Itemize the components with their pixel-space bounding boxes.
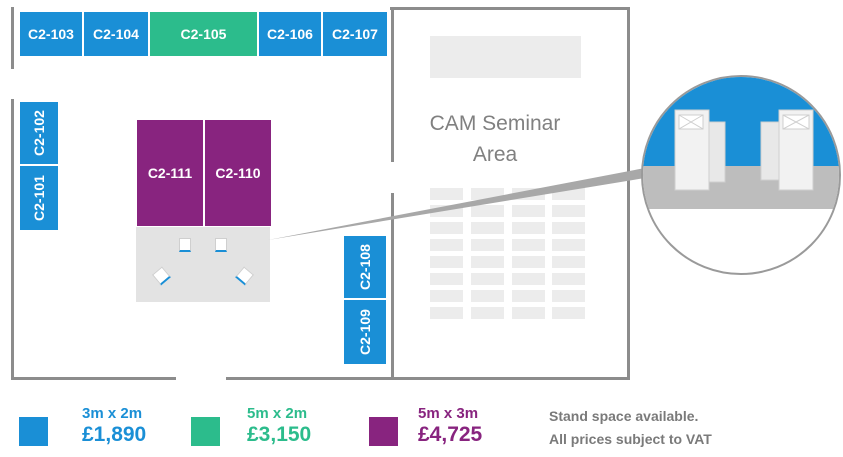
- wall-top: [390, 7, 627, 10]
- seminar-seat: [430, 307, 463, 319]
- seminar-seat: [552, 222, 585, 234]
- seminar-seat: [471, 273, 504, 285]
- wall-left-lower: [11, 99, 14, 380]
- seminar-seat: [552, 273, 585, 285]
- stand-c2-101[interactable]: C2-101: [19, 165, 59, 231]
- seminar-seat: [552, 256, 585, 268]
- stand-preview-circle: [641, 75, 841, 275]
- seminar-seat: [471, 290, 504, 302]
- wall-divider-upper: [391, 7, 394, 162]
- preview-displays: [674, 109, 814, 191]
- seminar-seat: [512, 273, 545, 285]
- legend-size-3x2: 3m x 2m: [82, 405, 143, 422]
- seminar-seat: [430, 188, 463, 200]
- display-panel: [215, 238, 227, 252]
- legend-swatch-5x3: [369, 417, 398, 446]
- seminar-seat: [512, 222, 545, 234]
- wall-divider-lower: [391, 193, 394, 380]
- seminar-seat: [512, 239, 545, 251]
- seminar-seat: [512, 205, 545, 217]
- seminar-stage: [430, 36, 581, 78]
- legend-size-5x2: 5m x 2m: [247, 405, 308, 422]
- wall-left-upper: [11, 7, 14, 69]
- seminar-seat: [512, 307, 545, 319]
- seminar-seat: [471, 222, 504, 234]
- stand-c2-105[interactable]: C2-105: [149, 11, 258, 57]
- seminar-seat: [430, 222, 463, 234]
- seminar-seat: [552, 239, 585, 251]
- seminar-seat: [552, 205, 585, 217]
- stand-c2-109[interactable]: C2-109: [343, 299, 387, 365]
- seminar-seat: [471, 307, 504, 319]
- seminar-seat: [471, 205, 504, 217]
- legend-price-5x3: £4,725: [418, 423, 483, 446]
- vat-note: All prices subject to VAT: [549, 431, 712, 447]
- seminar-seat: [512, 290, 545, 302]
- wall-bottom-left: [11, 377, 176, 380]
- booth-area: [136, 227, 270, 302]
- legend-swatch-5x2: [191, 417, 220, 446]
- wall-right: [627, 7, 630, 380]
- wall-bottom-right: [226, 377, 630, 380]
- stand-c2-103[interactable]: C2-103: [19, 11, 83, 57]
- seminar-seat: [471, 256, 504, 268]
- stand-c2-106[interactable]: C2-106: [258, 11, 322, 57]
- legend-price-5x2: £3,150: [247, 423, 312, 446]
- seminar-seat: [430, 256, 463, 268]
- display-panel: [179, 238, 191, 252]
- seminar-seat: [552, 290, 585, 302]
- seminar-seat: [512, 256, 545, 268]
- legend-price-3x2: £1,890: [82, 423, 147, 446]
- availability-note: Stand space available.: [549, 408, 699, 424]
- stand-c2-108[interactable]: C2-108: [343, 235, 387, 299]
- seminar-seat: [471, 239, 504, 251]
- seminar-seat: [430, 273, 463, 285]
- stand-c2-110[interactable]: C2-110: [204, 119, 272, 227]
- legend-size-5x3: 5m x 3m: [418, 405, 479, 422]
- legend-swatch-3x2: [19, 417, 48, 446]
- stand-c2-102[interactable]: C2-102: [19, 101, 59, 165]
- seminar-seat: [430, 239, 463, 251]
- stand-c2-104[interactable]: C2-104: [83, 11, 149, 57]
- seminar-seat: [552, 307, 585, 319]
- stand-c2-111[interactable]: C2-111: [136, 119, 204, 227]
- stand-c2-107[interactable]: C2-107: [322, 11, 388, 57]
- seminar-seat: [430, 290, 463, 302]
- seminar-area-title: CAM Seminar Area: [429, 112, 561, 166]
